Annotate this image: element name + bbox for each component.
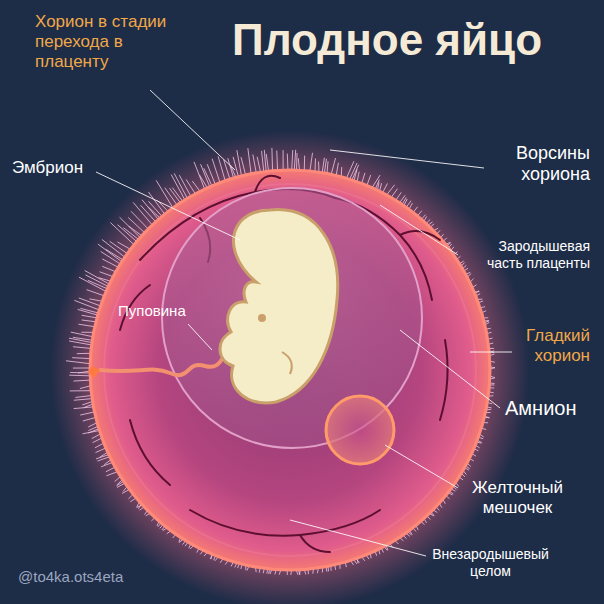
villus <box>212 159 220 185</box>
villus <box>128 217 146 234</box>
label-wrap: Пуповина <box>118 302 198 320</box>
part-label: Гладкий хорион <box>495 326 590 366</box>
leader-line <box>330 150 484 168</box>
villus <box>66 361 92 364</box>
egg-glow <box>50 130 530 604</box>
label-wrap: Ворсины хориона <box>490 143 590 185</box>
villus <box>171 175 186 202</box>
part-label: Эмбрион <box>12 158 102 178</box>
villus <box>194 162 205 191</box>
villus <box>74 300 101 310</box>
label-wrap: Хорион в стадии перехода в плаценту <box>35 12 185 72</box>
blood-vessels <box>120 176 448 552</box>
title: Плодное яйцо <box>232 14 542 66</box>
part-label: Пуповина <box>118 302 198 320</box>
part-label: Зародышевая часть плаценты <box>465 238 590 271</box>
label-wrap: Желточный мешочек <box>460 478 575 518</box>
leader-lines <box>96 90 512 556</box>
villus <box>69 338 94 343</box>
label-wrap: Гладкий хорион <box>495 326 590 366</box>
watermark: @to4ka.ots4eta <box>18 568 168 586</box>
villus <box>118 225 139 243</box>
vessel <box>190 510 380 536</box>
leader-line <box>96 172 240 240</box>
vessel <box>440 340 448 420</box>
villus <box>179 175 192 198</box>
villus <box>237 150 242 178</box>
vessel <box>400 231 440 240</box>
leader-line <box>290 520 426 556</box>
leader-line <box>400 330 500 408</box>
villus <box>271 148 273 173</box>
part-label: Желточный мешочек <box>460 478 575 518</box>
villus <box>264 150 266 174</box>
vessel <box>130 420 170 485</box>
leader-line <box>188 324 212 350</box>
label-wrap: Внезародышевый целом <box>418 546 563 579</box>
leader-line <box>385 445 458 488</box>
vessel <box>300 535 330 552</box>
label-wrap: Зародышевая часть плаценты <box>465 238 590 271</box>
leader-line <box>150 90 235 170</box>
label-wrap: @to4ka.ots4eta <box>18 568 168 586</box>
title-wrap: Плодное яйцо <box>232 14 542 66</box>
villus <box>71 332 95 337</box>
cord-stub <box>88 366 100 378</box>
villus <box>102 239 127 258</box>
embryo-eye <box>258 314 266 322</box>
part-label: Хорион в стадии перехода в плаценту <box>35 12 185 72</box>
leader-line <box>470 352 512 353</box>
villus <box>69 341 93 345</box>
label-wrap: Эмбрион <box>12 158 102 178</box>
umbilical-cord <box>100 351 238 376</box>
label-wrap: Амнион <box>505 397 595 421</box>
part-label: Амнион <box>505 397 595 421</box>
villus <box>85 271 111 286</box>
part-label: Внезародышевый целом <box>418 546 563 579</box>
chorion-villi <box>66 148 495 575</box>
part-label: Ворсины хориона <box>490 143 590 185</box>
chorion <box>90 170 490 570</box>
villus <box>133 202 153 226</box>
villus <box>156 180 174 209</box>
limb-bud <box>282 352 292 374</box>
villus <box>131 211 150 230</box>
villus <box>248 148 251 176</box>
yolk-sac <box>326 396 394 464</box>
leader-line <box>380 205 458 255</box>
villus <box>85 275 110 288</box>
